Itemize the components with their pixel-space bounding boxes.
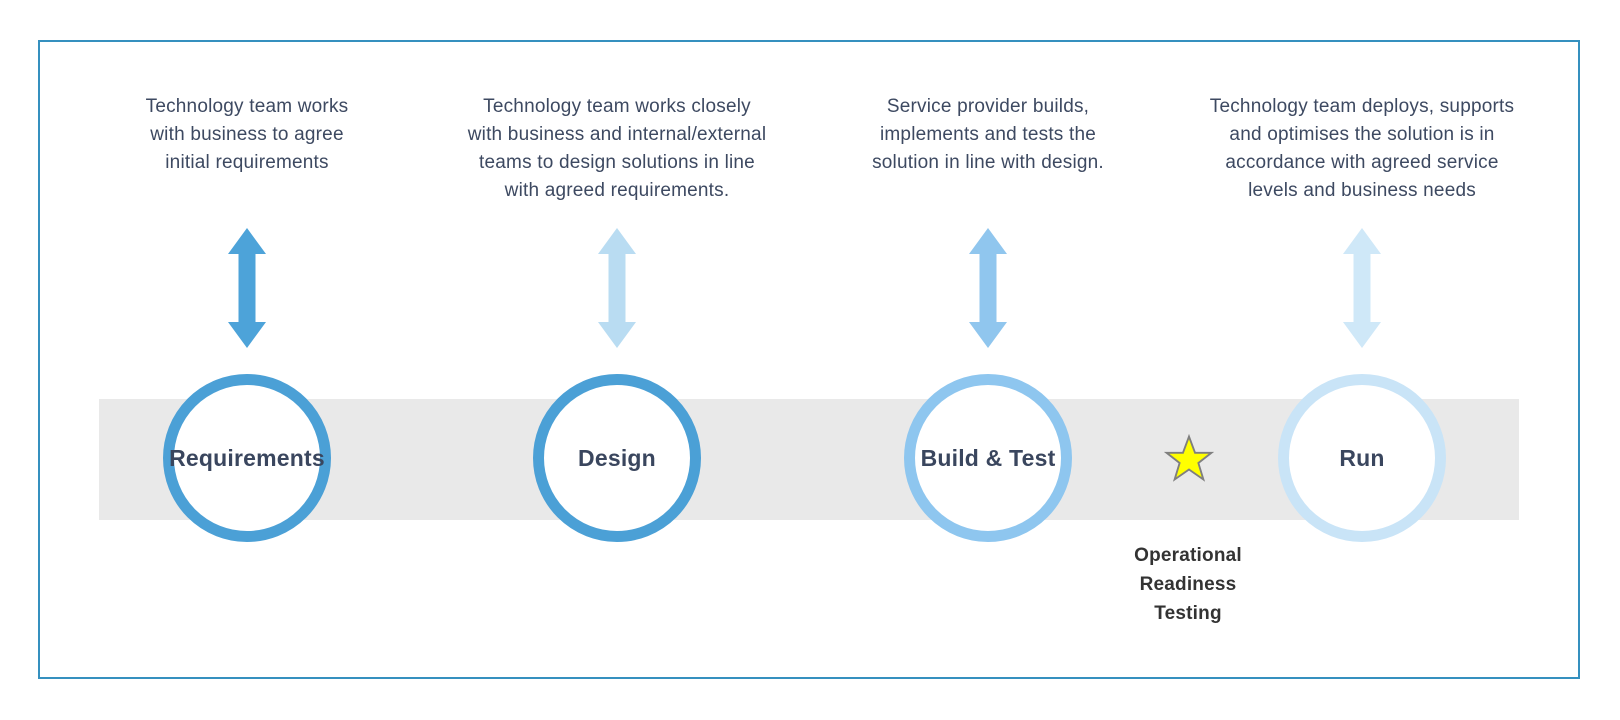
- double-vertical-arrow-icon: [598, 228, 636, 348]
- stage-circle: Design: [533, 374, 701, 542]
- stage-build-test: Service provider builds, implements and …: [838, 93, 1138, 563]
- double-vertical-arrow-icon: [228, 228, 266, 348]
- stage-description: Technology team works closely with busin…: [467, 96, 767, 201]
- diagram-frame-border: [38, 40, 1580, 679]
- double-vertical-arrow-icon: [969, 228, 1007, 348]
- stage-circle: Requirements: [163, 374, 331, 542]
- stage-label: Build & Test: [920, 444, 1056, 471]
- milestone-label: Operational Readiness Testing: [1134, 545, 1242, 624]
- stage-run: Technology team deploys, supports and op…: [1177, 93, 1547, 563]
- stage-label: Design: [578, 444, 656, 471]
- stage-description: Technology team deploys, supports and op…: [1209, 96, 1515, 201]
- stage-design: Technology team works closely with busin…: [437, 93, 797, 563]
- double-vertical-arrow-icon: [1343, 228, 1381, 348]
- stage-circle: Build & Test: [904, 374, 1072, 542]
- stage-circle: Run: [1278, 374, 1446, 542]
- stage-label: Requirements: [169, 444, 325, 471]
- stage-label: Run: [1339, 444, 1385, 471]
- stage-description: Service provider builds, implements and …: [872, 96, 1104, 173]
- stage-description: Technology team works with business to a…: [145, 96, 349, 173]
- stage-requirements: Technology team works with business to a…: [112, 93, 382, 563]
- star-icon: [1164, 434, 1214, 482]
